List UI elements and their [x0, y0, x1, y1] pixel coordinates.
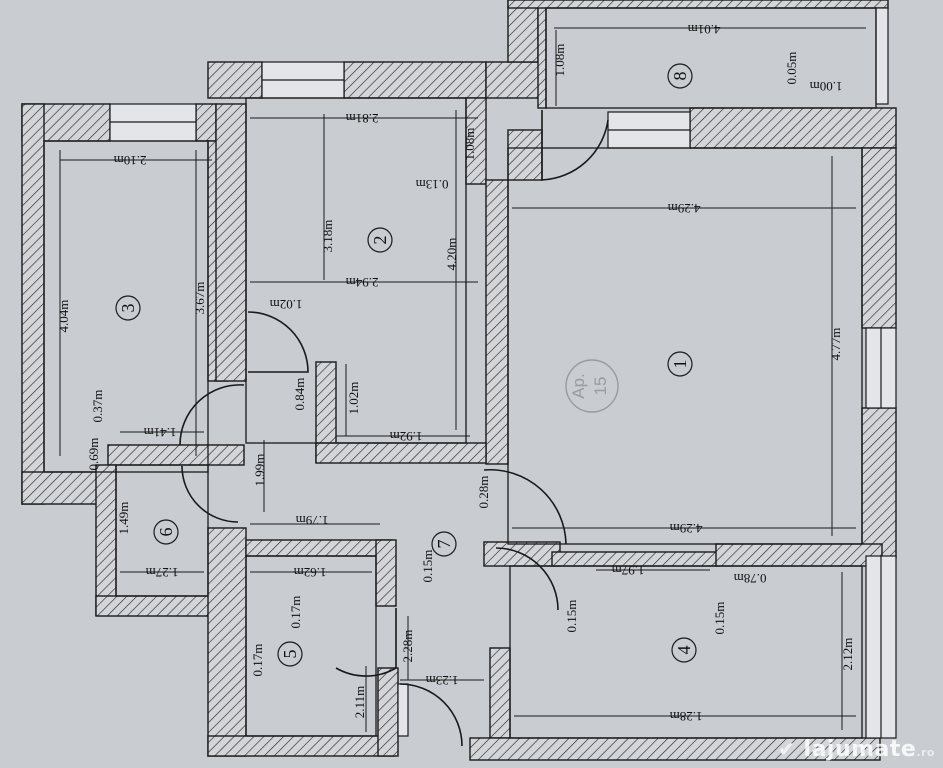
room-number-6: 6 [156, 528, 176, 537]
dim-r2-d: 1.02m [346, 382, 361, 415]
dim-r5-width: 1.62m [294, 565, 327, 580]
dim-r4-top: 1.97m [612, 563, 645, 578]
watermark-brand: lajumate [803, 737, 917, 762]
dim-r3-b: 1.41m [144, 425, 177, 440]
dim-r3-top: 2.10m [114, 153, 147, 168]
check-badge-icon: ✔ [778, 737, 796, 761]
dim-r1-height: 4.77m [828, 328, 843, 361]
room-number-4: 4 [674, 646, 694, 655]
dim-r7-d: 0.28m [476, 476, 491, 509]
room-number-5: 5 [280, 650, 300, 659]
dim-r4-bottom: 1.28m [670, 709, 703, 724]
apartment-stamp-label: Ap. [569, 373, 588, 399]
room-number-1: 1 [670, 360, 690, 369]
dim-hall-a: 1.23m [426, 673, 459, 688]
watermark: ✔ lajumate.ro [778, 737, 935, 762]
dim-r3-c: 0.69m [86, 438, 101, 471]
dim-r2-b1: 1.08m [462, 128, 477, 161]
dim-r7-f: 2.28m [400, 630, 415, 663]
dim-r8-width: 4.01m [688, 22, 721, 37]
dim-r2-b2: 0.13m [416, 177, 449, 192]
dim-r6-width: 1.27m [146, 565, 179, 580]
room-number-7: 7 [434, 540, 454, 549]
dim-r2-mid: 2.94m [346, 275, 379, 290]
dim-r5-height: 2.11m [352, 686, 367, 718]
room-number-2: 2 [370, 236, 390, 245]
dim-r4-height: 2.12m [840, 638, 855, 671]
dim-r2-h1: 3.18m [320, 220, 335, 253]
dim-r7-b: 1.99m [252, 454, 267, 487]
dimension-labels: 4.01m 1.08m 0.05m 1.00m 4.29m 4.77m 4.29… [56, 22, 855, 724]
dim-r4-b: 0.15m [564, 600, 579, 633]
dim-r8-b: 1.00m [810, 79, 843, 94]
room-number-labels: 8 2 3 1 6 7 4 5 Ap. 15 [118, 72, 694, 659]
dim-r8-height: 1.08m [552, 44, 567, 77]
dim-r6-height: 1.49m [116, 502, 131, 535]
room-markers [115, 63, 697, 667]
walls [21, 0, 897, 761]
room-number-8: 8 [670, 72, 690, 81]
dim-r3-h1: 4.04m [56, 300, 71, 333]
dim-r4-c: 0.15m [712, 602, 727, 635]
dim-r7-c: 1.79m [296, 513, 329, 528]
dimension-lines [59, 27, 866, 732]
dim-r3-a: 0.37m [90, 390, 105, 423]
room-number-3: 3 [118, 304, 138, 313]
dim-r4-a: 0.78m [734, 571, 767, 586]
dim-r5-b: 0.17m [250, 644, 265, 677]
dim-r2-bottom: 1.92m [390, 429, 423, 444]
dim-r7-a: 0.84m [292, 378, 307, 411]
room-outlines [43, 7, 877, 739]
dim-r1-top: 4.29m [668, 201, 701, 216]
dim-r8-a: 0.05m [784, 52, 799, 85]
dim-r5-a: 0.17m [288, 596, 303, 629]
dim-r2-c: 1.02m [270, 297, 303, 312]
dim-r7-e: 0.15m [420, 550, 435, 583]
dim-r1-bottom: 4.29m [670, 521, 703, 536]
dim-r3-h2: 3.67m [192, 282, 207, 315]
windows [109, 7, 897, 739]
apartment-stamp-number: 15 [591, 377, 610, 396]
dim-r2-top: 2.81m [346, 111, 379, 126]
watermark-tld: .ro [916, 746, 935, 759]
dim-r2-h2: 4.20m [444, 238, 459, 271]
